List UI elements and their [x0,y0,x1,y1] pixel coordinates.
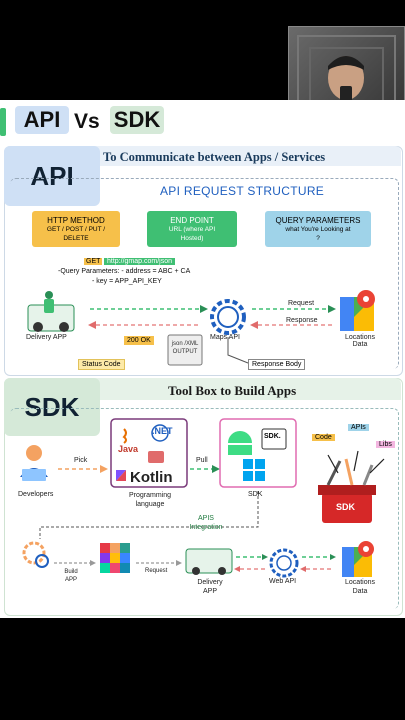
programming-language-label: Programming language [128,492,171,508]
build-app-label: Build APP [64,569,78,583]
sdk-badge: SDK [4,378,100,436]
get-label: GET [84,258,103,265]
query-line: -Query Parameters: - address = ABC + CA [58,268,191,275]
java-icon [122,428,127,444]
image-tool-icon [148,451,164,463]
sdk-delivery-scooter-icon [185,548,233,575]
api-flow-graphics [27,290,375,366]
android-icon [228,431,252,455]
sdk-title-band [4,378,401,400]
response-label: Response [286,317,318,324]
http-method-title: HTTP METHOD [47,215,105,225]
header-accent-bar [0,108,6,136]
developers-label: Developers [18,491,54,498]
app-blocks-icon [100,543,130,573]
windows-icon [243,459,265,481]
pull-label: Pull [196,457,208,464]
kotlin-icon [116,470,126,481]
key-line: - key = APP_API_KEY [92,278,162,285]
query-parameters-body: what You're Looking at ? [285,225,351,242]
apis-tag: APIs [348,424,369,431]
api-structure-title: API REQUEST STRUCTURE [160,184,325,198]
code-tag: Code [312,434,335,441]
toolbox-icon [318,458,376,523]
api-subtitle: To Communicate between Apps / Services [103,150,326,164]
sdk-locations-data-label: Locations Data [345,579,375,595]
apis-integration-label: APIS Integration [189,515,223,531]
maps-api-gear-icon [210,299,246,335]
sdk-box-text: SDK. [264,433,281,440]
header-api-tag: API [15,106,69,134]
delivery-scooter-icon [27,291,75,332]
url-label: http://gmap.com/json [104,258,175,265]
sdk-request-label: Request [145,568,168,574]
output-label: json /XML OUTPUT [171,341,199,355]
sdk-dashed-frame [10,408,399,609]
sdk-badge-text: SDK [24,391,80,422]
google-maps-icon [340,290,375,331]
developer-icon [20,445,48,481]
api-dashed-frame [10,178,399,369]
query-parameters-box: QUERY PARAMETERS what You're Looking at … [265,211,371,247]
api-delivery-app-label: Delivery APP [26,334,67,341]
web-api-gear-icon [269,548,299,578]
toolbox-label: SDK [336,502,356,512]
maps-api-label: Maps API [210,334,240,341]
api-badge: API [4,146,100,206]
http-method-body: GET / POST / PUT / DELETE [46,225,106,242]
end-point-body: URL (where API Hosted) [168,225,216,242]
dotnet-icon [151,424,169,442]
sdk-subtitle: Tool Box to Build Apps [168,383,297,398]
header-vs: Vs [74,110,100,133]
lang-net-label: .NET [152,426,173,436]
api-title-band [4,146,401,166]
query-parameters-title: QUERY PARAMETERS [275,215,361,225]
libs-tag: Libs [376,441,395,448]
sdk-delivery-app-label: Delivery APP [197,579,223,595]
status-code-label: Status Code [78,359,125,370]
status-ok-badge: 200 OK [124,336,154,345]
end-point-title: END POINT [170,215,214,225]
build-gear-icon [22,541,49,568]
response-body-label: Response Body [248,359,306,370]
header-sdk-tag: SDK [110,106,164,134]
request-label: Request [288,300,315,307]
api-locations-data-label: Locations Data [345,334,375,348]
lang-kotlin-label: Kotlin [130,469,173,486]
sdk-document-icon [261,428,287,450]
pick-label: Pick [74,457,88,464]
web-api-label: Web API [269,578,297,585]
infographic-card: API Vs SDK API To Communicate between Ap… [0,100,405,618]
sdk-flow-graphics [20,418,385,578]
json-output-document-icon [167,334,203,366]
end-point-box: END POINT URL (where API Hosted) [147,211,237,247]
sdk-google-maps-icon [342,541,374,577]
api-badge-text: API [30,160,74,191]
lang-java-label: Java [118,444,139,454]
sdk-label: SDK [248,491,263,498]
http-method-box: HTTP METHOD GET / POST / PUT / DELETE [32,211,120,247]
